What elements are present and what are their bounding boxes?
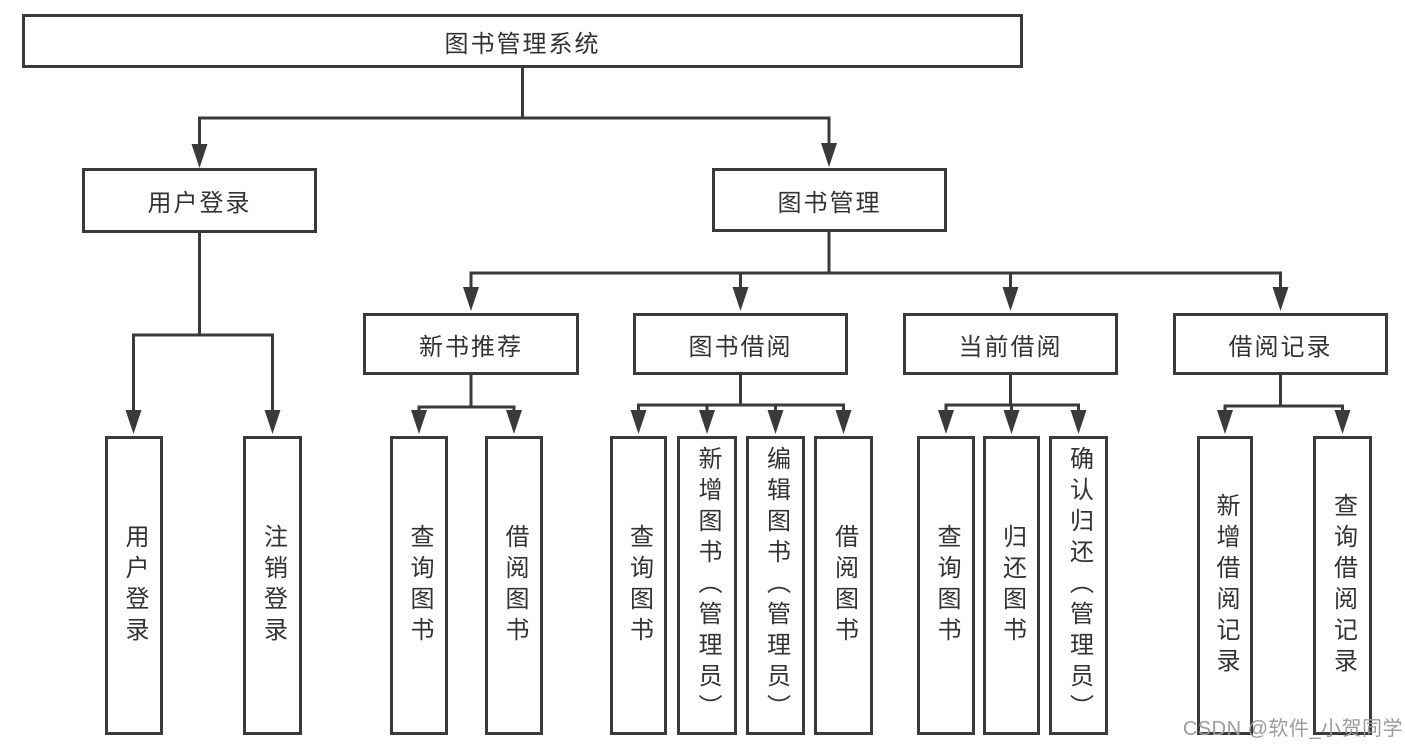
node-label: 当前借阅	[958, 333, 1063, 361]
watermark: CSDN @软件_小贺同学	[1182, 718, 1403, 740]
leaf-label: 归还图书	[998, 523, 1026, 648]
leaf-edit-book-admin: 编辑图书（管理员）	[746, 436, 805, 735]
leaf-query-borrow-record: 查询借阅记录	[1313, 436, 1372, 735]
leaf-label: 新增借阅记录	[1212, 492, 1239, 679]
connector-lines	[132, 66, 1344, 414]
node-label: 图书借阅	[688, 333, 793, 361]
leaf-query-books-borrowing: 查询图书	[610, 436, 667, 735]
leaf-label: 查询借阅记录	[1329, 492, 1357, 679]
node-library-management-system: 图书管理系统	[22, 14, 1023, 68]
node-label: 借阅记录	[1228, 333, 1333, 361]
leaf-query-books-current: 查询图书	[917, 436, 975, 735]
leaf-label: 编辑图书（管理员）	[762, 446, 790, 725]
arrowhead-icon	[821, 143, 837, 167]
arrowhead-icon	[938, 410, 954, 434]
arrowhead-icon	[732, 287, 749, 311]
leaf-add-borrow-record: 新增借阅记录	[1197, 436, 1253, 735]
arrowhead-icon	[264, 410, 281, 434]
leaf-label: 注销登录	[259, 523, 287, 648]
arrowhead-icon	[411, 410, 427, 434]
node-book-borrowing: 图书借阅	[633, 313, 848, 375]
node-user-login: 用户登录	[82, 168, 317, 233]
arrowhead-icon	[463, 287, 479, 311]
leaf-label: 查询图书	[406, 523, 433, 648]
arrowhead-icon	[767, 410, 784, 434]
leaf-label: 用户登录	[121, 523, 148, 648]
leaf-label: 新增图书（管理员）	[694, 446, 721, 725]
arrowhead-icon	[1334, 410, 1351, 434]
node-borrowing-records: 借阅记录	[1173, 313, 1388, 375]
leaf-return-books: 归还图书	[983, 436, 1040, 735]
arrowhead-icon	[191, 144, 208, 168]
arrowhead-icon	[1070, 410, 1087, 434]
node-new-book-recommendation: 新书推荐	[363, 313, 579, 375]
node-label: 新书推荐	[419, 333, 523, 361]
node-book-management: 图书管理	[712, 168, 947, 232]
arrowhead-icon	[125, 410, 142, 434]
leaf-label: 确认归还（管理员）	[1065, 446, 1093, 725]
node-label: 用户登录	[147, 190, 252, 217]
arrowhead-icon	[1272, 287, 1289, 311]
arrowhead-icon	[1002, 287, 1019, 311]
node-label: 图书管理	[777, 189, 882, 217]
leaf-label: 借阅图书	[830, 523, 858, 648]
arrowhead-icon	[1217, 410, 1233, 434]
leaf-confirm-return-admin: 确认归还（管理员）	[1049, 436, 1108, 735]
arrowhead-icon	[835, 410, 852, 434]
leaf-label: 借阅图书	[501, 523, 528, 648]
leaf-query-books-recommend: 查询图书	[390, 436, 448, 735]
leaf-user-login: 用户登录	[105, 436, 163, 735]
leaf-borrow-books-recommend: 借阅图书	[485, 436, 543, 735]
arrowhead-icon	[506, 410, 522, 434]
arrowhead-icon	[630, 410, 647, 434]
leaf-add-book-admin: 新增图书（管理员）	[677, 436, 737, 735]
leaf-label: 查询图书	[625, 523, 653, 648]
leaf-label: 查询图书	[933, 523, 960, 648]
node-current-borrowing: 当前借阅	[903, 313, 1118, 375]
arrowhead-icon	[1003, 410, 1020, 434]
arrowheads	[125, 143, 1351, 434]
arrowhead-icon	[699, 410, 715, 434]
leaf-logout: 注销登录	[243, 436, 302, 735]
leaf-borrow-books: 借阅图书	[814, 436, 873, 735]
node-label: 图书管理系统	[444, 30, 601, 58]
